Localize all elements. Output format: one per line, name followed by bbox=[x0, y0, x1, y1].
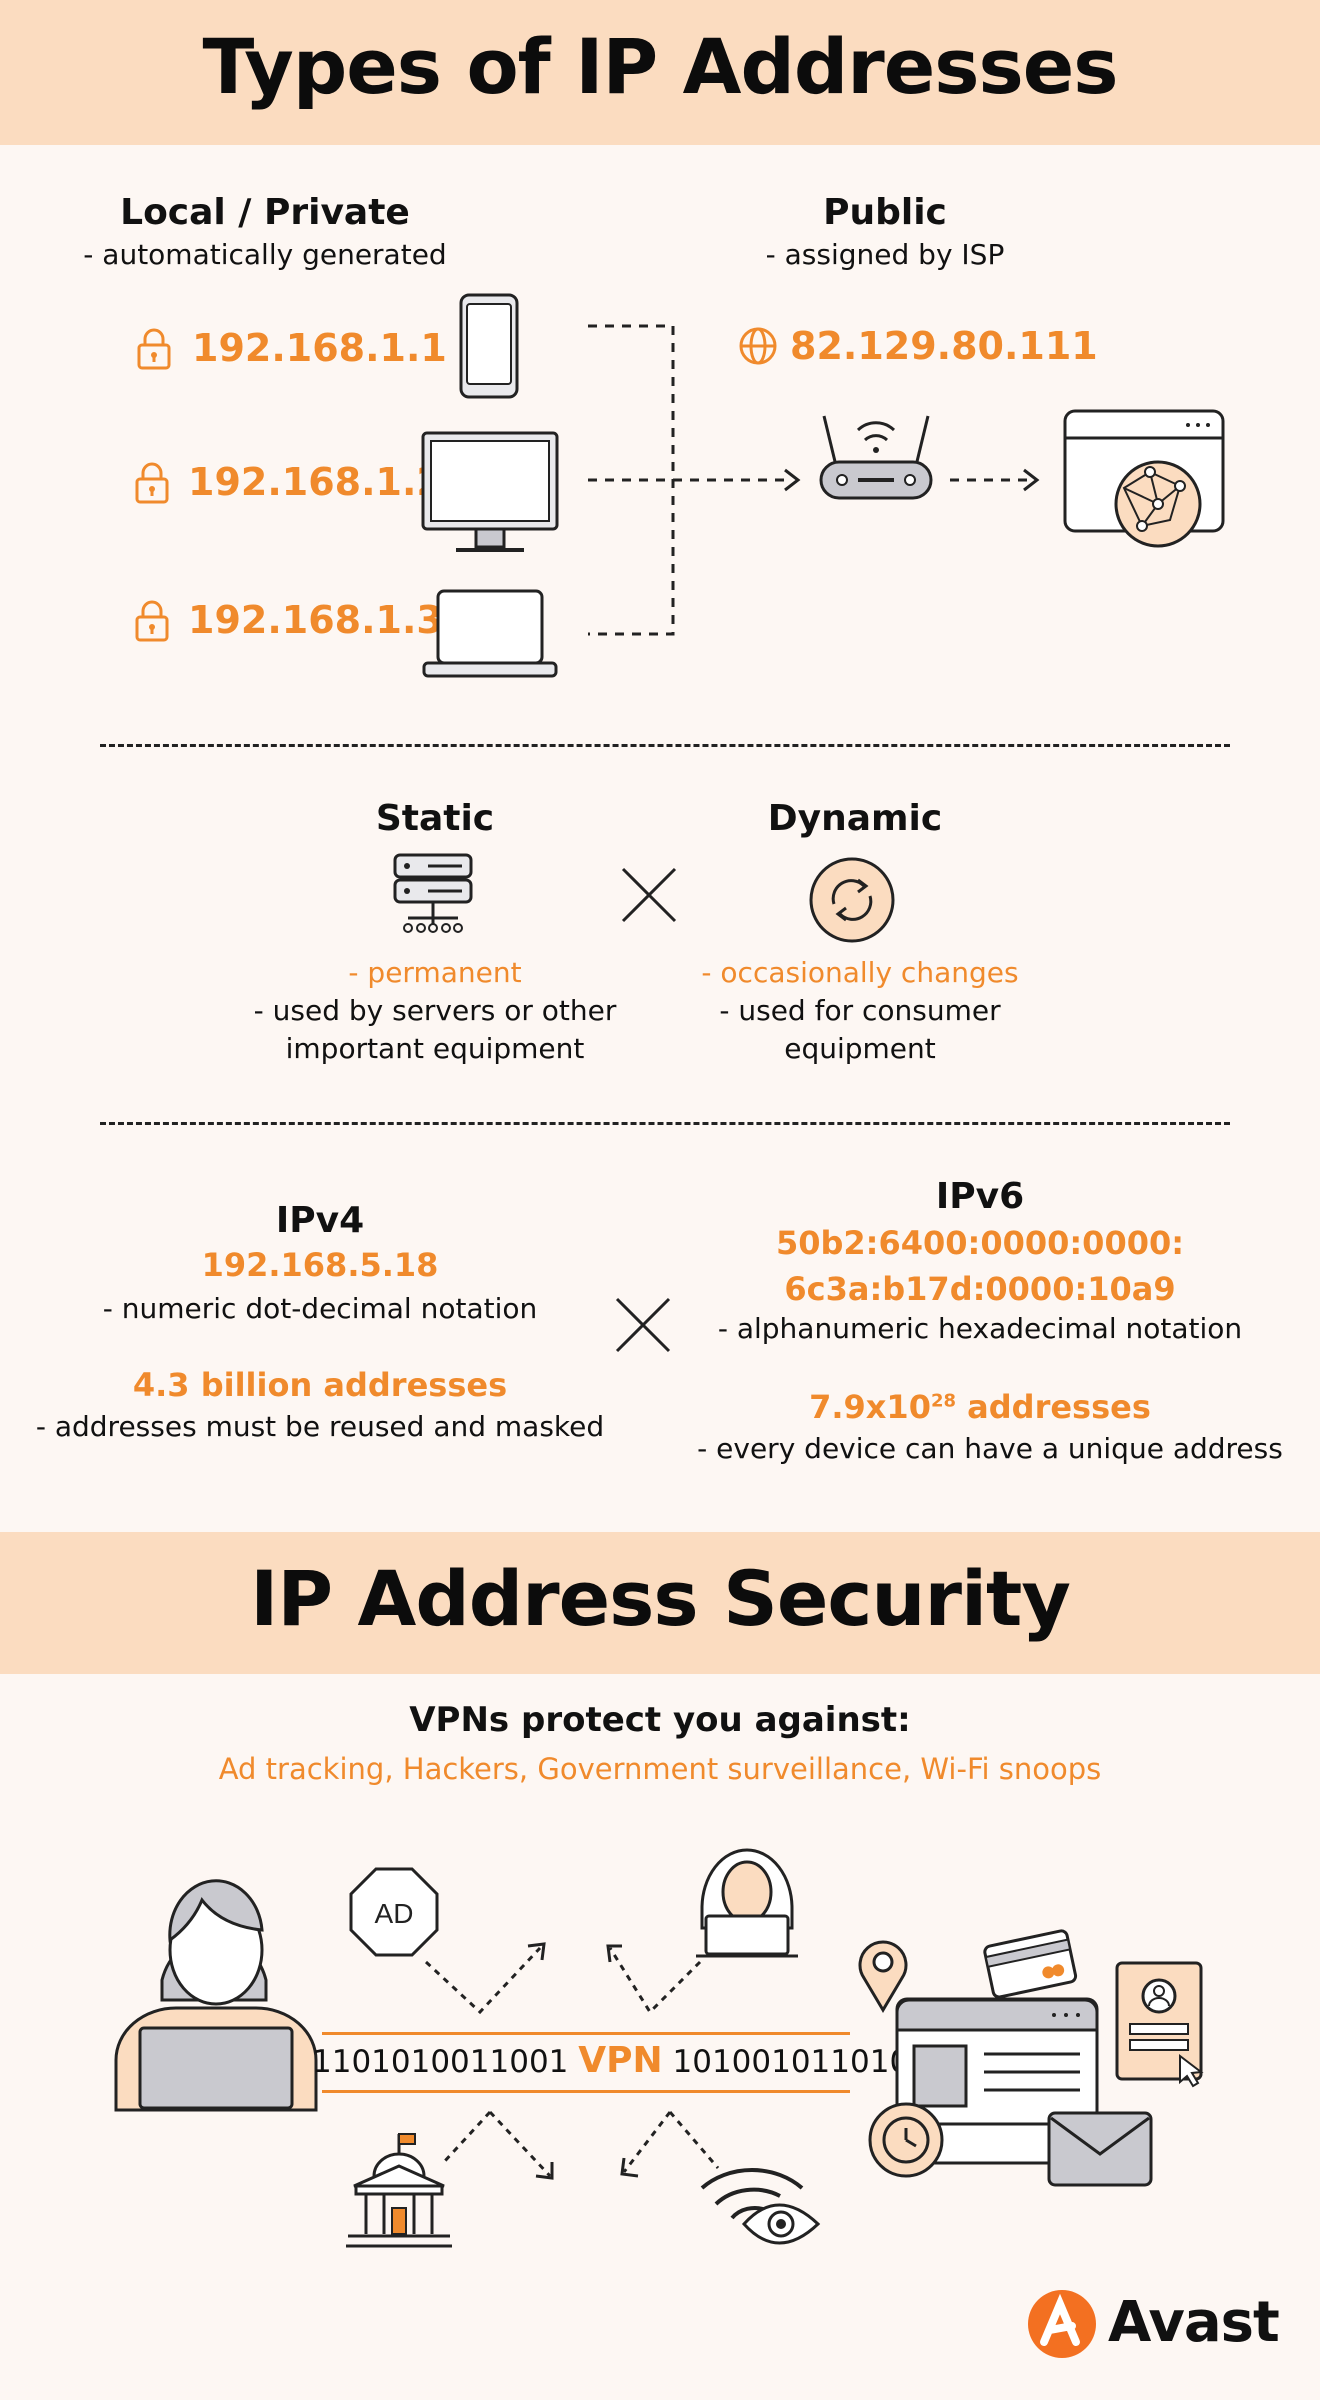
ipv6-label: IPv6 bbox=[935, 1176, 1025, 1217]
lock-icon bbox=[135, 600, 169, 642]
public-label: Public bbox=[823, 192, 947, 233]
vpn-label: VPN bbox=[578, 2040, 663, 2081]
local-ip-1: 192.168.1.1 bbox=[192, 326, 447, 370]
mail-icon bbox=[1047, 2111, 1153, 2187]
globe-icon bbox=[739, 327, 777, 365]
location-pin-icon bbox=[858, 1940, 908, 2013]
local-desc: - automatically generated bbox=[83, 238, 447, 271]
government-icon bbox=[346, 2133, 452, 2248]
hacker-icon bbox=[696, 1848, 798, 1958]
ad-tracking-icon: AD bbox=[349, 1867, 439, 1957]
dynamic-label: Dynamic bbox=[767, 798, 943, 839]
security-band bbox=[0, 1532, 1320, 1674]
bits-left: 1101010011001 bbox=[312, 2044, 569, 2080]
page-title: Types of IP Addresses bbox=[202, 22, 1118, 111]
refresh-icon bbox=[809, 857, 895, 943]
ipv6-example-line1: 50b2:6400:0000:0000: bbox=[775, 1224, 1185, 1262]
ipv6-count-desc: - every device can have a unique address bbox=[697, 1432, 1283, 1465]
id-card-icon bbox=[1115, 1961, 1204, 2088]
connector-lines bbox=[588, 324, 1040, 636]
tunnel-top-line bbox=[322, 2032, 850, 2035]
divider bbox=[100, 1122, 1230, 1125]
static-line1: - permanent bbox=[348, 956, 522, 989]
versus-x-icon bbox=[615, 1297, 671, 1353]
brand-name: Avast bbox=[1108, 2290, 1280, 2355]
divider bbox=[100, 744, 1230, 747]
dynamic-line1: - occasionally changes bbox=[701, 956, 1019, 989]
threats-list: Ad tracking, Hackers, Government surveil… bbox=[218, 1752, 1102, 1786]
web-browser-icon bbox=[1063, 409, 1225, 548]
static-label: Static bbox=[375, 798, 495, 839]
ipv4-count: 4.3 billion addresses bbox=[132, 1366, 508, 1404]
browser-window-icon bbox=[895, 1997, 1099, 2165]
ipv6-count-base: 7.9x10 bbox=[809, 1388, 931, 1426]
history-clock-icon bbox=[868, 2102, 944, 2178]
ipv6-count: 7.9x1028 addresses bbox=[760, 1388, 1200, 1426]
phone-icon bbox=[459, 293, 519, 399]
user-at-laptop-icon bbox=[114, 1879, 318, 2112]
bits-right: 1010010110100 bbox=[672, 2044, 929, 2080]
avast-logo-icon bbox=[1028, 2290, 1096, 2358]
ipv4-notation: - numeric dot-decimal notation bbox=[102, 1292, 538, 1325]
router-icon bbox=[819, 415, 933, 500]
ipv4-example: 192.168.5.18 bbox=[201, 1246, 439, 1284]
vpn-bitstream: 1101010011001 VPN 1010010110100 bbox=[312, 2040, 929, 2081]
local-ip-3: 192.168.1.3 bbox=[188, 598, 443, 642]
dynamic-line2: - used for consumer bbox=[719, 994, 1001, 1027]
ipv6-count-rest: addresses bbox=[956, 1388, 1151, 1426]
public-ip: 82.129.80.111 bbox=[790, 324, 1098, 368]
local-label: Local / Private bbox=[120, 192, 410, 233]
vpn-heading: VPNs protect you against: bbox=[409, 1700, 911, 1740]
versus-x-icon bbox=[621, 867, 677, 923]
server-icon bbox=[393, 853, 473, 933]
tunnel-bottom-line bbox=[322, 2090, 850, 2093]
ipv6-notation: - alphanumeric hexadecimal notation bbox=[717, 1312, 1243, 1345]
ad-icon-text: AD bbox=[375, 1898, 414, 1929]
monitor-icon bbox=[421, 431, 559, 552]
ipv6-count-exponent: 28 bbox=[930, 1390, 957, 1412]
credit-card-icon bbox=[983, 1929, 1078, 1999]
lock-icon bbox=[135, 462, 169, 504]
wifi-snoop-icon bbox=[700, 2167, 821, 2245]
laptop-icon bbox=[422, 589, 558, 678]
ipv4-label: IPv4 bbox=[275, 1200, 365, 1241]
ipv6-example-line2: 6c3a:b17d:0000:10a9 bbox=[784, 1270, 1176, 1308]
lock-icon bbox=[137, 328, 171, 370]
dynamic-line3: equipment bbox=[784, 1032, 936, 1065]
static-line2: - used by servers or other bbox=[253, 994, 617, 1027]
local-ip-2: 192.168.1.2 bbox=[188, 460, 443, 504]
ipv4-count-desc: - addresses must be reused and masked bbox=[35, 1410, 605, 1443]
security-title: IP Address Security bbox=[250, 1554, 1071, 1643]
header-band bbox=[0, 0, 1320, 145]
public-desc: - assigned by ISP bbox=[765, 238, 1005, 271]
static-line3: important equipment bbox=[285, 1032, 585, 1065]
